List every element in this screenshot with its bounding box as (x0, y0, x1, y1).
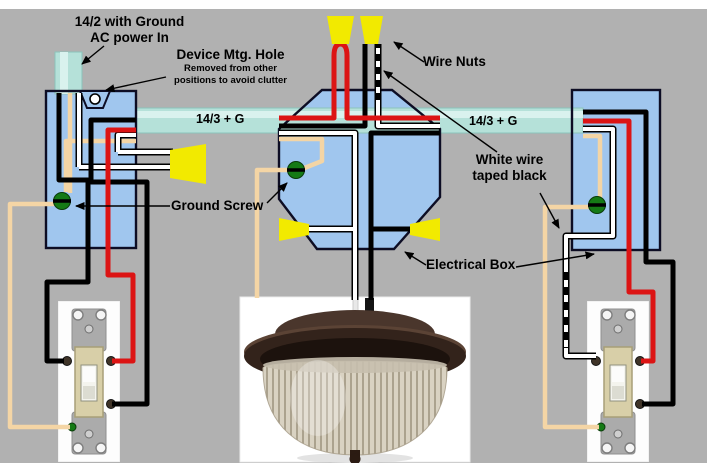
ground-screw-center-box (287, 161, 305, 179)
arrow-electrical-box-right (515, 251, 595, 268)
arrow-ac-power (81, 45, 105, 65)
photos (58, 296, 649, 465)
black-wire-traveler-left (88, 117, 150, 407)
label-white-taped: White wire taped black (462, 152, 557, 185)
center-box-outline (277, 88, 442, 251)
wire-nut-left-box-white (170, 144, 206, 184)
label-white-taped-line2: taped black (472, 168, 547, 184)
label-device-hole-sub1: Removed from other (184, 63, 277, 75)
glass-dome-ribs (263, 361, 447, 455)
ac-cable-highlight (60, 52, 68, 94)
ground-screws (53, 161, 606, 214)
arrow-white-taped-top (383, 70, 498, 153)
ac-power-cable (54, 51, 83, 95)
white-wire-left-box (75, 93, 173, 171)
white-wire-core (279, 131, 357, 300)
arrow-device-hole (105, 76, 167, 93)
ground-wire-to-right-switch (542, 204, 599, 430)
annotation-arrows (75, 41, 595, 268)
glass-sheen (290, 360, 346, 436)
ground-wires (7, 93, 603, 430)
black-wire-ac-hot-to-left-switch (44, 93, 91, 364)
arrow-wire-nuts (393, 41, 425, 63)
arrow-ground-screw-center (266, 182, 288, 204)
white-wire-core (564, 127, 615, 358)
label-device-hole-title: Device Mtg. Hole (176, 47, 285, 62)
glass-top-edge (263, 357, 447, 373)
white-wire-taped-black-right (562, 125, 617, 360)
white-wire-fixture-neutral (279, 129, 359, 300)
ground-screw-right-box (588, 196, 606, 214)
arrow-electrical-box-left (404, 251, 427, 266)
ground-wire-to-fixture (254, 167, 292, 298)
label-electrical-box: Electrical Box (426, 257, 516, 272)
label-white-taped-line1: White wire (475, 152, 544, 167)
white-wire-taped-black-center (374, 44, 440, 130)
bottom-margin (0, 463, 707, 473)
black-wire-right-switch-common (583, 109, 676, 407)
wire-nut-center-left (279, 218, 309, 241)
label-ac-power-line1: 14/2 with Ground (74, 14, 185, 29)
label-ac-power: 14/2 with Ground AC power In (52, 14, 207, 47)
ceiling-fixture-photo (239, 296, 471, 465)
device-mounting-hole (89, 93, 101, 105)
label-device-hole: Device Mtg. Hole Removed from other posi… (158, 47, 303, 86)
label-ground-screw: Ground Screw (171, 198, 264, 213)
label-ac-power-line2: AC power In (90, 30, 169, 46)
black-wires (44, 44, 676, 407)
ground-wire-center-box (279, 136, 325, 172)
wire-nut-top-right (360, 16, 383, 44)
cable-highlight (136, 111, 583, 118)
ground-screw-left-box (53, 192, 71, 210)
right-box-outline (570, 88, 662, 252)
black-wire-fixture-hot (368, 130, 440, 300)
arrow-white-taped-bottom (539, 192, 560, 229)
white-wires (75, 44, 617, 360)
ground-wire-cable-left (63, 138, 136, 192)
left-switch-photo (58, 301, 120, 462)
label-wire-nuts: Wire Nuts (423, 54, 486, 69)
top-margin (0, 0, 707, 9)
red-wire-traveler-right (583, 118, 656, 364)
label-device-hole-sub2: positions to avoid clutter (174, 74, 287, 86)
ground-wire-cable-right (583, 133, 603, 198)
ground-wire-to-left-switch (7, 201, 70, 430)
wire-nuts (170, 16, 440, 241)
wire-nut-center-right (410, 218, 440, 241)
red-wire-traveler-left (105, 127, 136, 364)
right-switch-photo (587, 301, 649, 462)
wire-nut-top-left (327, 16, 354, 44)
label-cable-right: 14/3 + G (469, 114, 518, 128)
label-cable-left: 14/3 + G (196, 112, 245, 126)
white-wire-core (77, 93, 173, 169)
finial-knob (349, 453, 361, 465)
black-wire-to-top-wire-nut (279, 44, 368, 129)
